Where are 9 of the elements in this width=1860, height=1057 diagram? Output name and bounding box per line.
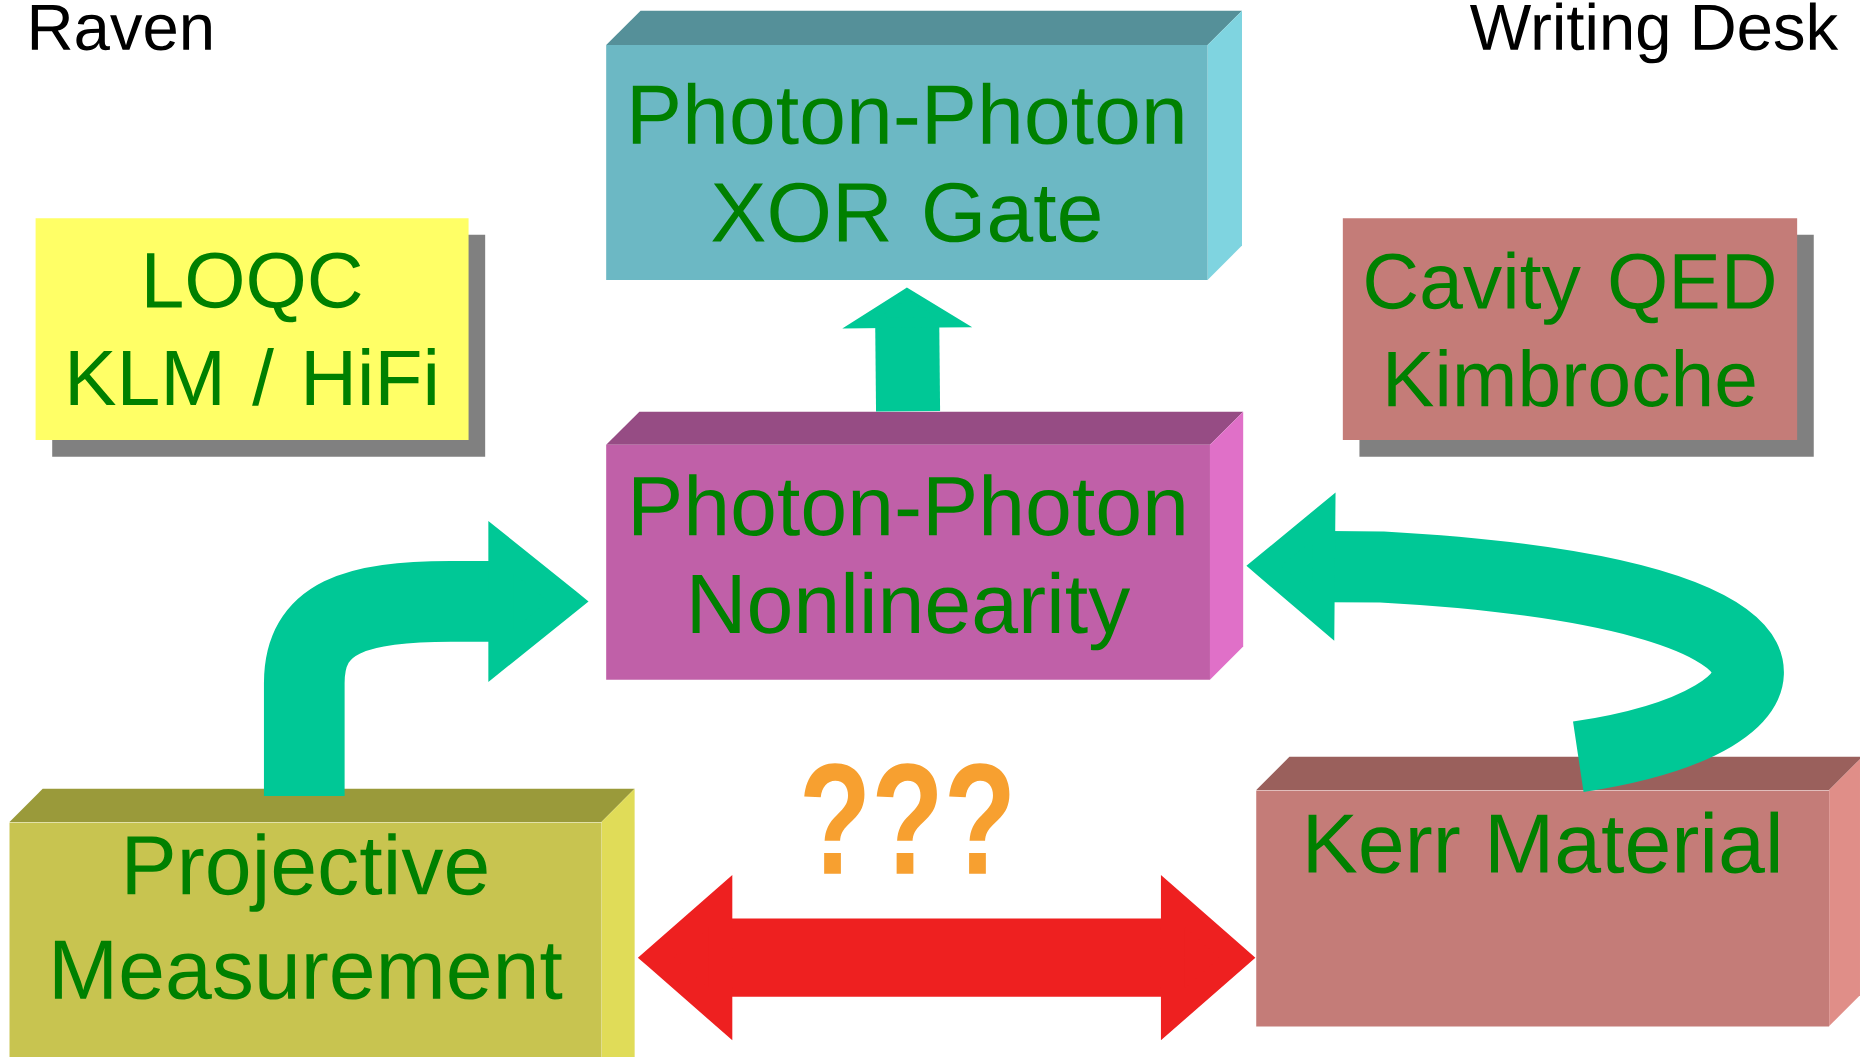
corner-label: Writing Desk — [1469, 2, 1839, 64]
shadowed-box: LOQC KLM / HiFi — [35, 218, 486, 457]
shadowed-box: Cavity QED Kimbroche — [1342, 218, 1814, 457]
block-box: Photon-Photon XOR Gate — [606, 10, 1242, 280]
corner-label: Raven — [31, 4, 211, 51]
block-box: Projective Measurement — [9, 788, 635, 1057]
block-box: Photon-Photon Nonlinearity — [606, 411, 1244, 680]
block-box: Kerr Material — [1256, 756, 1860, 1027]
question-marks: ??? — [804, 763, 1010, 874]
